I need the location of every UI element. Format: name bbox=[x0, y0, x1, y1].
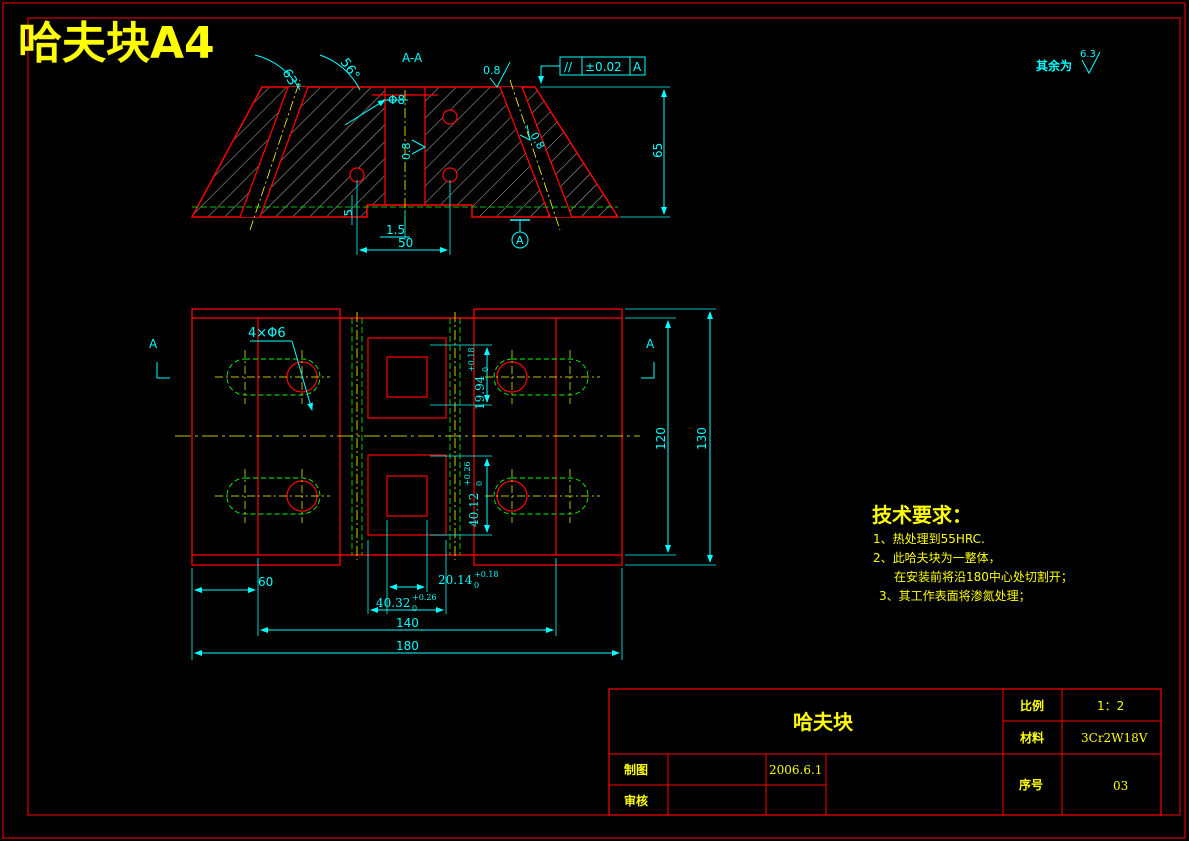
dim-upper-slot-tol-lower: 0 bbox=[481, 367, 490, 372]
finish-symbol-icon bbox=[1081, 51, 1101, 75]
right-groove bbox=[499, 86, 573, 218]
tech-item-3: 3、其工作表面将渗氮处理； bbox=[879, 588, 1031, 603]
dim-slot-w-tol-lower: 0 bbox=[474, 581, 479, 590]
dim-center-tol-upper: +0.26 bbox=[412, 593, 437, 602]
center-block bbox=[339, 317, 475, 556]
dim-center: 40.32 bbox=[376, 596, 410, 610]
upper-pocket-inner bbox=[386, 356, 428, 398]
tech-item-1: 1、热处理到55HRC. bbox=[873, 532, 985, 546]
roughness-top: 0.8 bbox=[483, 64, 501, 77]
section-hole-top bbox=[442, 109, 458, 125]
other-finish-value: 6.3 bbox=[1080, 49, 1096, 60]
title-block: 哈夫块 比例 1：2 材料 3Cr2W18V 制图 2006.6.1 审核 序号… bbox=[608, 688, 1162, 816]
section-mark-left: A bbox=[149, 337, 158, 351]
dim-step-5: 5 bbox=[342, 209, 355, 216]
tolerance-frame bbox=[559, 56, 646, 76]
section-hatch-fill bbox=[192, 87, 385, 217]
right-groove-void bbox=[501, 87, 571, 217]
section-arrow-left-icon bbox=[156, 362, 170, 379]
plan-view: 4×Φ6 A A 19.94 +0.18 0 40.12 +0.26 0 120… bbox=[149, 308, 716, 660]
dim-140: 140 bbox=[396, 616, 419, 630]
roughness-right-icon bbox=[519, 124, 531, 141]
roughness-slot-icon bbox=[411, 139, 427, 155]
scale-value: 1：2 bbox=[1097, 699, 1124, 713]
dim-upper-slot-tol-upper: +0.18 bbox=[467, 347, 476, 372]
drawn-label: 制图 bbox=[624, 762, 648, 777]
part-name: 哈夫块 bbox=[793, 710, 854, 734]
material-value: 3Cr2W18V bbox=[1081, 731, 1148, 745]
dim-center-tol-lower: 0 bbox=[412, 604, 417, 613]
section-hole-right bbox=[442, 167, 458, 183]
dim-upper-slot: 19.94 bbox=[473, 375, 487, 410]
tech-heading: 技术要求： bbox=[872, 503, 972, 527]
dim-180: 180 bbox=[396, 639, 419, 653]
roughness-slot: 0.8 bbox=[400, 143, 413, 161]
lower-pocket bbox=[367, 454, 447, 536]
lower-pocket-inner bbox=[386, 475, 428, 517]
inner-frame bbox=[27, 17, 1181, 816]
tolerance-datum: A bbox=[633, 60, 642, 74]
section-view: A-A 63° 56° Φ8 bbox=[190, 51, 670, 255]
left-groove bbox=[239, 86, 309, 218]
tolerance-value: ±0.02 bbox=[585, 60, 622, 74]
section-hole-left bbox=[349, 167, 365, 183]
other-finish: 其余为 bbox=[1036, 58, 1072, 73]
angle-right: 56° bbox=[337, 56, 363, 83]
roughness-top-icon bbox=[489, 61, 511, 88]
dim-lower-slot-tol-lower: 0 bbox=[475, 481, 484, 486]
drawing-date: 2006.6.1 bbox=[769, 763, 822, 777]
section-label: A-A bbox=[402, 51, 423, 65]
tolerance-symbol: // bbox=[564, 60, 573, 74]
tech-requirements: 技术要求： 1、热处理到55HRC. 2、此哈夫块为一整体， 在安装前将沿180… bbox=[872, 503, 1073, 603]
dim-height-120: 120 bbox=[654, 427, 668, 450]
holes-label: 4×Φ6 bbox=[248, 326, 286, 341]
datum-circle bbox=[511, 231, 529, 249]
datum-label: A bbox=[516, 234, 524, 247]
dim-lower-slot-tol-upper: +0.26 bbox=[463, 461, 472, 486]
checked-label: 审核 bbox=[624, 793, 648, 808]
section-arrow-right-icon bbox=[641, 362, 655, 379]
serial-label: 序号 bbox=[1019, 777, 1043, 792]
upper-pocket bbox=[367, 337, 447, 419]
section-mark-right: A bbox=[646, 337, 655, 351]
section-hatch-fill-right bbox=[425, 87, 618, 217]
serial-value: 03 bbox=[1113, 779, 1128, 793]
left-groove-void bbox=[241, 87, 307, 217]
dim-height-65: 65 bbox=[651, 143, 665, 158]
dim-slot-w-tol-upper: +0.18 bbox=[474, 570, 499, 579]
dim-height-130: 130 bbox=[695, 427, 709, 450]
dim-width-50: 50 bbox=[398, 236, 413, 250]
dim-lower-slot: 40.12 bbox=[467, 493, 481, 527]
tech-item-2b: 在安装前将沿180中心处切割开； bbox=[894, 569, 1073, 584]
scale-label: 比例 bbox=[1020, 698, 1044, 713]
material-label: 材料 bbox=[1019, 730, 1044, 745]
dim-slot-w: 20.14 bbox=[438, 573, 473, 587]
corner-title: 哈夫块A4 bbox=[18, 18, 215, 69]
plan-outline bbox=[191, 308, 623, 566]
hole-dia: Φ8 bbox=[388, 93, 405, 107]
dim-left-60: 60 bbox=[258, 575, 273, 589]
dim-gap: 1.5 bbox=[386, 223, 405, 237]
tech-item-2: 2、此哈夫块为一整体， bbox=[873, 550, 1001, 565]
